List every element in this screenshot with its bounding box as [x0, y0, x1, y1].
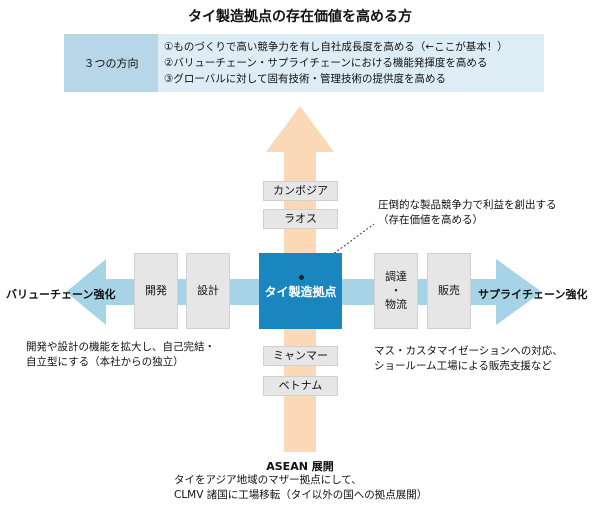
- procurement-line-2: ・: [390, 284, 402, 297]
- directions-list: ①ものづくりで高い競争力を有し自社成長度を高める（←ここが基本！） ②バリューチ…: [158, 34, 544, 92]
- callout-dot: [299, 275, 304, 280]
- box-sales: 販売: [427, 253, 471, 329]
- callout-line-1: 圧倒的な製品競争力で利益を創出する: [378, 199, 557, 211]
- directions-label: ３つの方向: [64, 34, 158, 92]
- direction-item-3: ③グローバルに対して固有技術・管理技術の提供度を高める: [164, 73, 446, 85]
- box-myanmar: ミャンマー: [263, 346, 338, 366]
- direction-item-1: ①ものづくりで高い競争力を有し自社成長度を高める（←ここが基本！）: [164, 41, 508, 53]
- box-cambodia: カンボジア: [263, 181, 338, 201]
- box-procurement-logistics: 調達 ・ 物流: [374, 253, 418, 329]
- right-label-supply-chain: サプライチェーン強化: [478, 288, 588, 301]
- callout-line-2: （存在価値を高める）: [378, 214, 483, 226]
- center-box-thai-base: タイ製造拠点: [259, 253, 342, 329]
- right-note: マス・カスタマイゼーションへの対応、 ショールーム工場による販売支援など: [374, 344, 563, 374]
- bottom-note: タイをアジア地域のマザー拠点にして、 CLMV 諸国に工場移転（タイ以外の国への…: [174, 473, 427, 503]
- direction-item-2: ②バリューチェーン・サプライチェーンにおける機能発揮度を高める: [164, 57, 488, 69]
- page-title: タイ製造拠点の存在価値を高める方: [188, 9, 412, 25]
- box-vietnam: ベトナム: [263, 376, 338, 396]
- right-note-line-1: マス・カスタマイゼーションへの対応、: [374, 345, 563, 357]
- left-note-line-2: 自立型にする（本社からの独立）: [26, 356, 184, 368]
- box-development: 開発: [134, 253, 178, 329]
- box-design: 設計: [186, 253, 230, 329]
- bottom-note-line-2: CLMV 諸国に工場移転（タイ以外の国への拠点展開）: [174, 489, 428, 501]
- callout-text: 圧倒的な製品競争力で利益を創出する （存在価値を高める）: [378, 198, 557, 228]
- box-laos: ラオス: [263, 209, 338, 229]
- procurement-line-3: 物流: [385, 298, 407, 311]
- bottom-label-asean: ASEAN 展開: [266, 460, 334, 473]
- left-note-line-1: 開発や設計の機能を拡大し、自己完結・: [26, 341, 215, 353]
- left-note: 開発や設計の機能を拡大し、自己完結・ 自立型にする（本社からの独立）: [26, 340, 215, 370]
- left-label-value-chain: バリューチェーン強化: [6, 288, 116, 301]
- right-note-line-2: ショールーム工場による販売支援など: [374, 360, 552, 372]
- bottom-note-line-1: タイをアジア地域のマザー拠点にして、: [174, 474, 362, 486]
- procurement-line-1: 調達: [385, 270, 407, 283]
- callout-leader-line: [301, 223, 375, 278]
